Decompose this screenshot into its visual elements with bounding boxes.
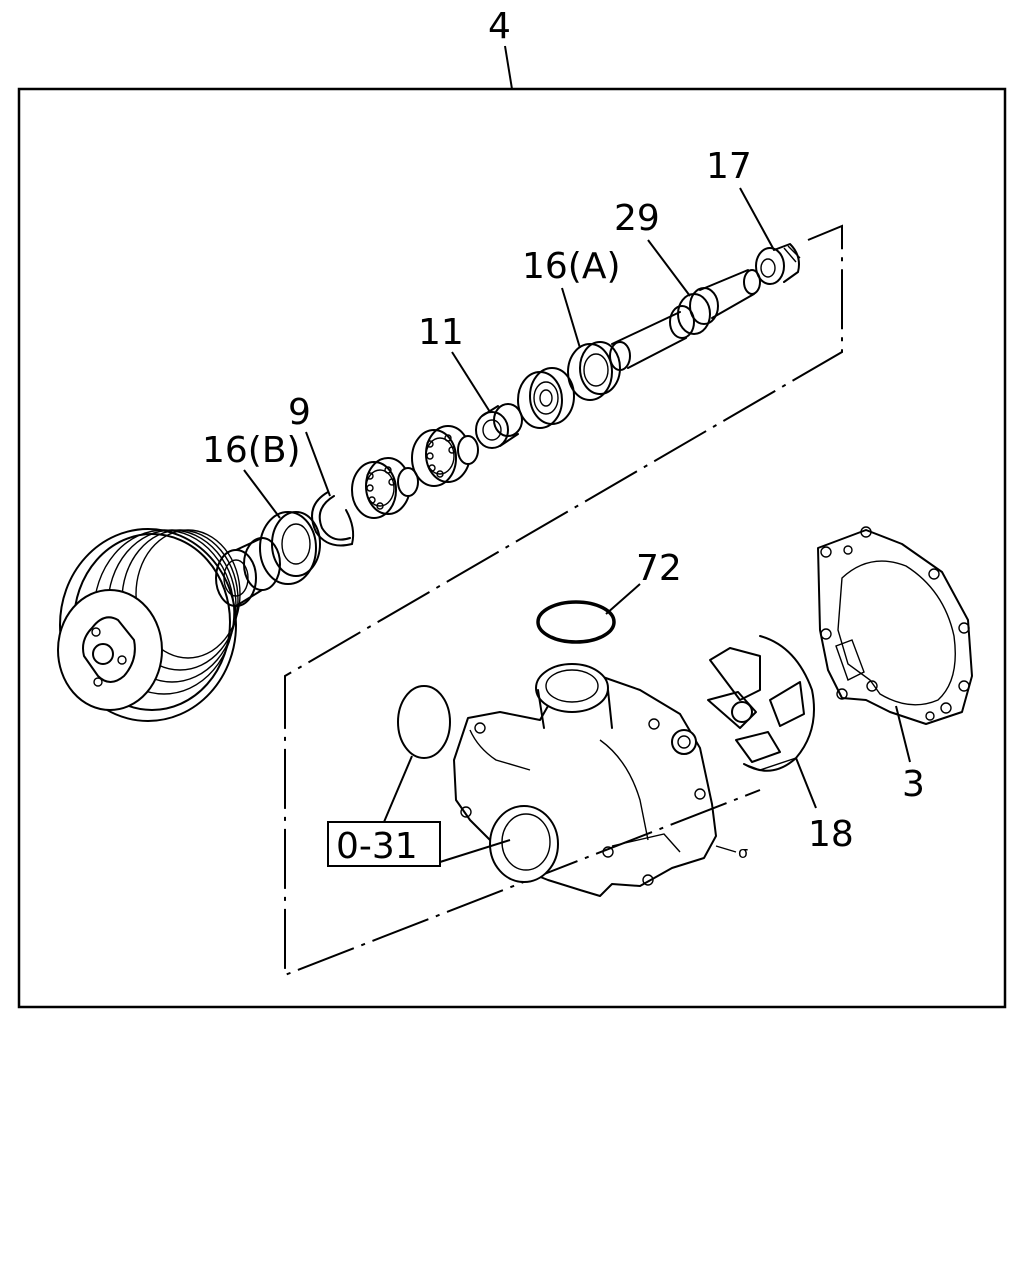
leader-3 (895, 705, 911, 763)
leader-16a (561, 287, 581, 349)
leader-9 (305, 431, 331, 497)
label-29: 29 (614, 198, 660, 239)
label-72: 72 (636, 548, 682, 589)
subassembly-boundary (284, 224, 843, 977)
leader-0-31 (383, 755, 413, 823)
leader-11 (451, 351, 491, 413)
seal-16a (567, 341, 621, 401)
spacer-11 (475, 403, 523, 449)
gasket-0-31 (397, 685, 451, 759)
leader-18 (795, 757, 817, 809)
leader-72 (605, 583, 641, 615)
leader-17 (739, 187, 775, 251)
shaft-29 (609, 269, 761, 371)
label-9: 9 (288, 392, 311, 433)
leader-16b (243, 469, 281, 519)
seal-16b (259, 511, 321, 585)
label-16a: 16(A) (522, 246, 621, 287)
label-assembly-4: 4 (488, 6, 511, 47)
leader-0-31-housing (439, 839, 511, 863)
leader-assembly-4 (504, 45, 513, 90)
seal-unit-17 (755, 243, 801, 285)
bearing-3 (517, 367, 575, 429)
label-0-31: 0-31 (336, 826, 418, 867)
o-ring-72 (536, 600, 616, 644)
label-16b: 16(B) (202, 430, 301, 471)
bearing-2 (411, 425, 479, 487)
leader-29 (647, 239, 691, 297)
impeller-18 (707, 635, 815, 772)
label-3: 3 (902, 764, 925, 805)
snap-ring-9 (311, 491, 355, 547)
fitting-symbol: σ (738, 843, 748, 862)
gasket-3 (817, 526, 973, 725)
label-18: 18 (808, 814, 854, 855)
bearing-1 (351, 457, 419, 519)
pump-housing: σ (453, 663, 748, 897)
label-11: 11 (418, 312, 464, 353)
pulley (57, 528, 241, 722)
label-17: 17 (706, 146, 752, 187)
